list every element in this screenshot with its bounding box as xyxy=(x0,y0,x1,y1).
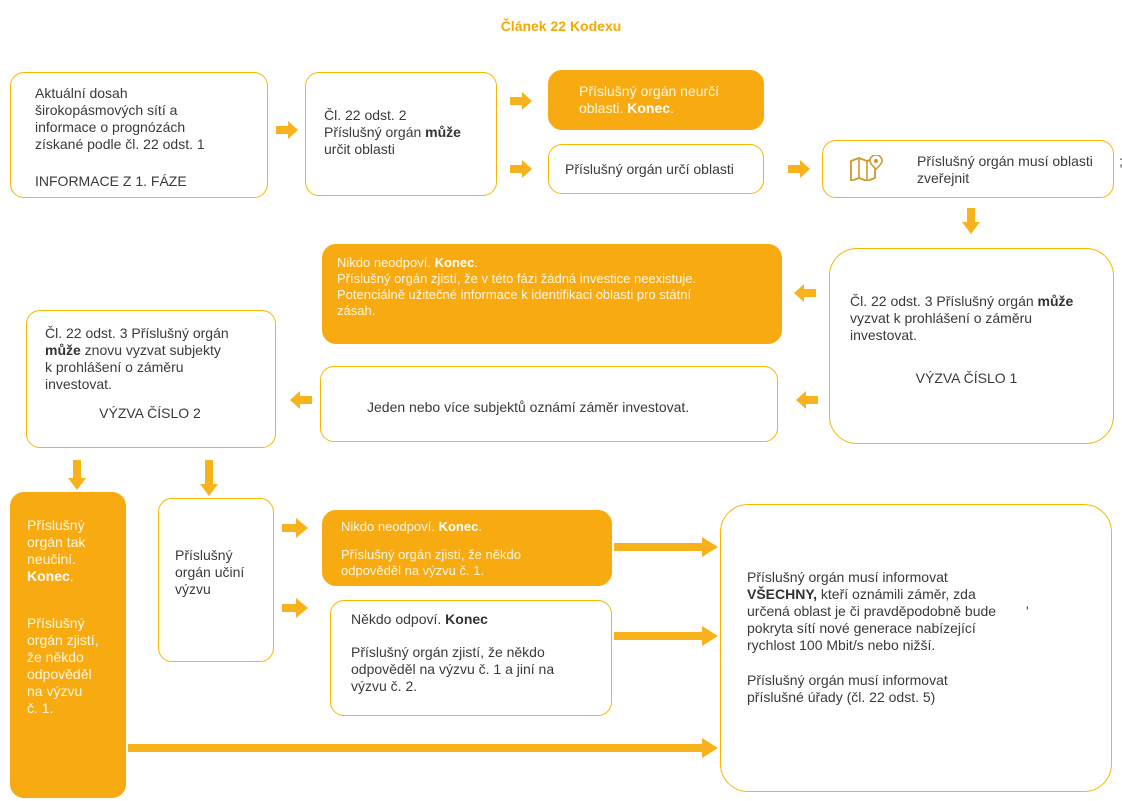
text-line: rychlost 100 Mbit/s nebo nižší. xyxy=(747,637,936,653)
text-line: Příslušný orgán zjistí, že někdo xyxy=(351,644,545,660)
announce-box: Jeden nebo více subjektů oznámí záměr in… xyxy=(320,366,778,442)
text-line: odpověděl xyxy=(27,666,92,682)
arrow-right-long xyxy=(128,738,718,758)
text-line: orgán zjistí, xyxy=(27,632,99,648)
map-pin-icon xyxy=(849,154,883,185)
text-line: vyzvat k prohlášení o záměru xyxy=(850,310,1033,326)
publish-box: Příslušný orgán musí oblasti zveřejnit ; xyxy=(822,140,1122,198)
arrow-right xyxy=(276,121,298,139)
text-line: odpověděl na výzvu č. 1 a jiní na xyxy=(351,661,555,677)
text-line: pokryta sítí nové generace nabízející xyxy=(747,620,976,636)
text-line: investovat. xyxy=(850,327,917,343)
arrow-right xyxy=(282,518,308,538)
text-line: orgán tak xyxy=(27,534,86,550)
text-line: VŠECHNY, kteří oznámili záměr, zda xyxy=(747,586,976,602)
arrow-right-long xyxy=(614,626,718,646)
text-line: na výzvu xyxy=(27,683,83,699)
text-line: Příslušný orgán zjistí, že někdo xyxy=(341,547,521,562)
text-line: k prohlášení o záměru xyxy=(45,359,184,375)
text-line: Příslušný orgán určí oblasti xyxy=(565,161,734,177)
text-line: Čl. 22 odst. 3 Příslušný orgán xyxy=(45,325,229,341)
not-define-box: Příslušný orgán neurčí oblasti. Konec. xyxy=(548,70,764,130)
diagram-title: Článek 22 Kodexu xyxy=(500,18,622,34)
text-line: Příslušný xyxy=(175,547,233,563)
text-line: č. 1. xyxy=(27,700,54,716)
text-line: investovat. xyxy=(45,376,112,392)
text-line: Potenciálně užitečné informace k identif… xyxy=(337,287,692,302)
text-line: Příslušný xyxy=(27,517,85,533)
text-line: Příslušný orgán musí oblasti xyxy=(917,153,1093,169)
info-line: informace o prognózách xyxy=(35,119,186,135)
text-line: Příslušný orgán může xyxy=(324,124,461,140)
text-line: výzvu č. 2. xyxy=(351,678,418,694)
may-define-box: Čl. 22 odst. 2 Příslušný orgán může urči… xyxy=(305,72,497,196)
arrow-right xyxy=(510,160,532,178)
text-line: Jeden nebo více subjektů oznámí záměr in… xyxy=(367,399,690,415)
arrow-left xyxy=(290,391,312,409)
trail-mark: ' xyxy=(1026,603,1029,619)
text-line: příslušné úřady (čl. 22 odst. 5) xyxy=(747,689,936,705)
text-line: Příslušný orgán zjistí, že v této fázi ž… xyxy=(337,271,697,286)
arrow-left xyxy=(794,284,816,302)
text-line: Nikdo neodpoví. Konec. xyxy=(341,519,482,534)
trail-mark: ; xyxy=(1119,153,1122,170)
info-line: získané podle čl. 22 odst. 1 xyxy=(35,136,205,152)
text-line: že někdo xyxy=(27,649,84,665)
text-line: Příslušný xyxy=(27,615,85,631)
text-line: oblasti. Konec. xyxy=(579,100,674,116)
call-2-box: Čl. 22 odst. 3 Příslušný orgán může znov… xyxy=(26,310,276,448)
arrow-right xyxy=(510,92,532,110)
arrow-right xyxy=(788,160,810,178)
arrow-right-long xyxy=(614,537,718,557)
text-line: orgán učiní xyxy=(175,564,245,580)
text-line: výzvu xyxy=(175,581,211,597)
text-line: neučiní. xyxy=(27,551,77,567)
info-line: Aktuální dosah xyxy=(35,85,128,101)
text-line: odpověděl na výzvu č. 1. xyxy=(341,563,485,578)
arrow-left xyxy=(796,391,818,409)
call-1-box: Čl. 22 odst. 3 Příslušný orgán může vyzv… xyxy=(829,248,1114,444)
text-line: VÝZVA ČÍSLO 2 xyxy=(99,405,201,421)
does-call-box: Příslušný orgán učiní výzvu xyxy=(158,498,274,662)
somebody-responds-box: Někdo odpoví. Konec Příslušný orgán zjis… xyxy=(330,600,612,716)
inform-box: Příslušný orgán musí informovat VŠECHNY,… xyxy=(720,504,1112,792)
text-line: zveřejnit xyxy=(917,170,970,186)
arrow-right xyxy=(282,598,308,618)
text-line: Čl. 22 odst. 3 Příslušný orgán může xyxy=(850,293,1074,309)
nobody-responds-1-box: Nikdo neodpoví. Konec. Příslušný orgán z… xyxy=(322,244,782,344)
info-line: širokopásmových sítí a xyxy=(35,102,178,118)
text-line: Čl. 22 odst. 2 xyxy=(324,107,407,123)
text-line: VÝZVA ČÍSLO 1 xyxy=(915,370,1018,386)
define-box: Příslušný orgán určí oblasti xyxy=(548,144,764,194)
text-line: určená oblast je či pravděpodobně bude xyxy=(747,603,997,619)
info-footer: INFORMACE Z 1. FÁZE xyxy=(35,173,187,189)
not-do-box: Příslušný orgán tak neučiní. Konec. Přís… xyxy=(10,492,126,798)
text-line: Příslušný orgán musí informovat xyxy=(747,672,948,688)
arrow-down xyxy=(962,208,980,234)
text-line: Příslušný orgán musí informovat xyxy=(747,569,948,585)
arrow-down xyxy=(200,460,218,496)
arrow-down xyxy=(68,460,86,490)
text-line: Nikdo neodpoví. Konec. xyxy=(337,255,478,270)
text-line: zásah. xyxy=(337,303,376,318)
text-line: Příslušný orgán neurčí xyxy=(579,83,720,99)
text-line: určit oblasti xyxy=(324,141,395,157)
info-phase1-box: Aktuální dosah širokopásmových sítí a in… xyxy=(10,72,268,198)
text-line: Konec. xyxy=(27,568,74,584)
text-line: může znovu vyzvat subjekty xyxy=(45,342,221,358)
text-line: Někdo odpoví. Konec xyxy=(351,611,488,627)
nobody-responds-2-box: Nikdo neodpoví. Konec. Příslušný orgán z… xyxy=(322,510,612,586)
